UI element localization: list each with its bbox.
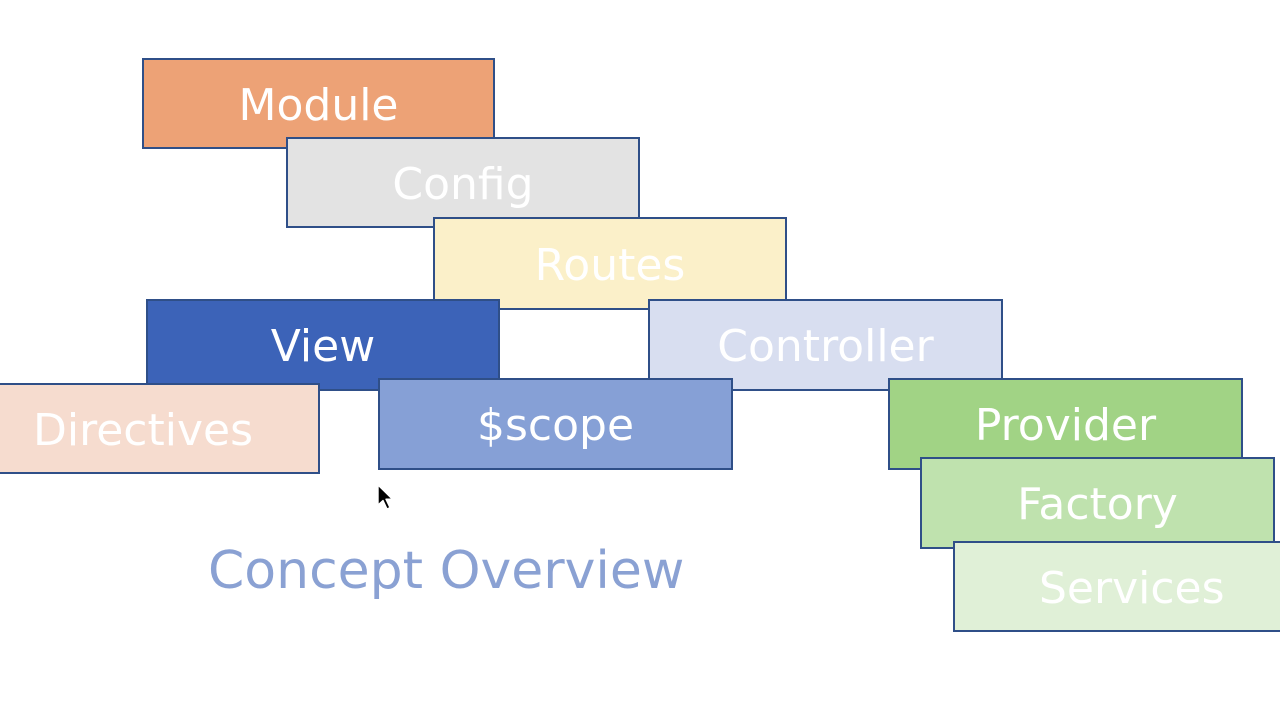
factory-box: Factory: [920, 457, 1275, 549]
scope-label: $scope: [476, 400, 635, 451]
view-label: View: [270, 321, 376, 372]
directives-label: Directives: [33, 404, 253, 456]
diagram-title: Concept Overview: [208, 541, 685, 601]
mouse-pointer-icon: [377, 484, 394, 510]
module-label: Module: [238, 79, 399, 131]
services-box: Services: [953, 541, 1280, 632]
routes-box: Routes: [433, 217, 787, 310]
scope-box: $scope: [378, 378, 733, 470]
directives-box: Directives: [0, 383, 320, 474]
controller-box: Controller: [648, 299, 1003, 391]
config-box: Config: [286, 137, 640, 228]
provider-box: Provider: [888, 378, 1243, 470]
config-label: Config: [392, 158, 534, 210]
factory-label: Factory: [1017, 479, 1178, 530]
services-label: Services: [1039, 562, 1225, 614]
provider-label: Provider: [974, 400, 1157, 451]
view-box: View: [146, 299, 500, 391]
module-box: Module: [142, 58, 495, 149]
routes-label: Routes: [534, 239, 686, 291]
controller-label: Controller: [717, 321, 934, 372]
